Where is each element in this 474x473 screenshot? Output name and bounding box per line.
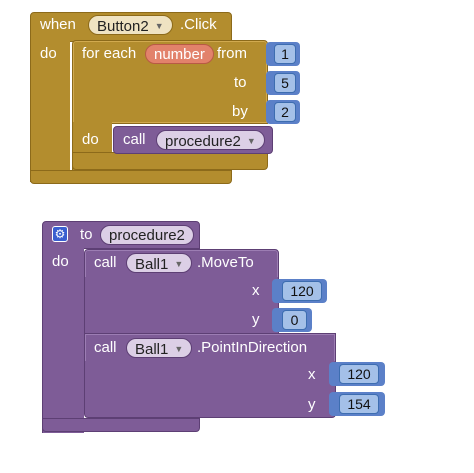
chevron-down-icon: ▼ [174,259,184,269]
procedure-do-column [42,247,84,433]
from-label: from [217,45,247,62]
by-label: by [232,103,248,120]
move-to-component-name: Ball1 [135,256,169,273]
point-in-direction-x-label: x [308,366,316,383]
chevron-down-icon: ▼ [246,136,256,146]
procedure-do-label: do [52,253,69,270]
point-in-direction-call-label: call [94,339,117,356]
to-value[interactable]: 5 [274,73,296,93]
move-to-y-label: y [252,311,260,328]
point-in-direction-method: .PointInDirection [197,339,308,356]
chevron-down-icon: ▼ [154,21,164,31]
point-in-direction-x-value[interactable]: 120 [339,364,379,384]
loop-variable-number[interactable]: number [145,44,214,64]
point-in-direction-y-number-block[interactable]: 154 [329,392,385,416]
to-keyword: to [80,226,93,243]
call-label: call [123,131,146,148]
to-number-block[interactable]: 5 [266,71,300,95]
procedure-dropdown[interactable]: procedure2 ▼ [156,130,265,150]
move-to-call-label: call [94,254,117,271]
move-to-method: .MoveTo [197,254,254,271]
event-do-label: do [40,45,57,62]
point-in-direction-body [84,361,336,418]
chevron-down-icon: ▼ [174,344,184,354]
procedure-footer [42,418,200,432]
move-to-body [84,277,279,333]
when-label: when [40,16,76,33]
event-name: .Click [180,16,217,33]
component-dropdown-button2[interactable]: Button2 ▼ [88,15,173,35]
procedure-name: procedure2 [165,133,241,150]
point-in-direction-y-value[interactable]: 154 [339,394,379,414]
from-number-block[interactable]: 1 [266,42,300,66]
point-in-direction-component-dropdown[interactable]: Ball1 ▼ [126,338,193,358]
procedure-name-field[interactable]: procedure2 [100,225,194,245]
point-in-direction-x-number-block[interactable]: 120 [329,362,385,386]
event-block-footer [30,170,232,184]
gear-icon[interactable]: ⚙ [52,226,68,242]
by-number-block[interactable]: 2 [266,100,300,124]
to-label: to [234,74,247,91]
from-value[interactable]: 1 [274,44,296,64]
for-each-footer [72,152,268,170]
move-to-y-number-block[interactable]: 0 [272,308,312,332]
for-each-label: for each [82,45,137,62]
event-block-do-column [30,40,70,182]
move-to-y-value[interactable]: 0 [282,310,307,330]
move-to-component-dropdown[interactable]: Ball1 ▼ [126,253,193,273]
move-to-x-label: x [252,282,260,299]
move-to-x-value[interactable]: 120 [282,281,322,301]
by-value[interactable]: 2 [274,102,296,122]
for-each-do-label: do [82,131,99,148]
point-in-direction-component-name: Ball1 [135,341,169,358]
move-to-x-number-block[interactable]: 120 [272,279,327,303]
point-in-direction-y-label: y [308,396,316,413]
component-name: Button2 [97,18,149,35]
